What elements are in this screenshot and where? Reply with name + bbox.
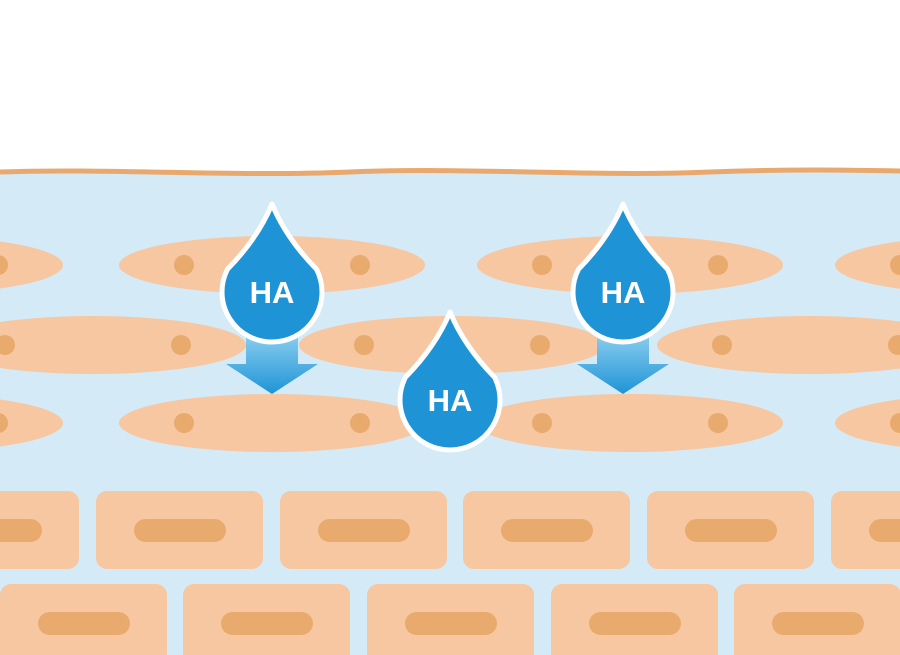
cell-nucleus bbox=[0, 519, 42, 542]
ha-label: HA bbox=[428, 383, 473, 418]
cell-nucleus bbox=[589, 612, 681, 635]
cell-body bbox=[835, 399, 900, 447]
oval-cell bbox=[119, 394, 425, 452]
cell-nucleus bbox=[890, 255, 900, 275]
ha-label: HA bbox=[250, 275, 295, 310]
oval-cell bbox=[835, 399, 900, 447]
cell-nucleus bbox=[0, 335, 15, 355]
cell-nucleus bbox=[221, 612, 313, 635]
oval-cell bbox=[0, 316, 246, 374]
cell-nucleus bbox=[532, 255, 552, 275]
brick-cell bbox=[647, 491, 814, 569]
cell-nucleus bbox=[318, 519, 410, 542]
cell-nucleus bbox=[171, 335, 191, 355]
cell-nucleus bbox=[38, 612, 130, 635]
cell-nucleus bbox=[405, 612, 497, 635]
cell-nucleus bbox=[890, 413, 900, 433]
brick-cell bbox=[0, 491, 79, 569]
cell-nucleus bbox=[708, 255, 728, 275]
cell-nucleus bbox=[712, 335, 732, 355]
cell-nucleus bbox=[869, 519, 900, 542]
oval-cell-layer bbox=[0, 236, 900, 452]
cell-nucleus bbox=[708, 413, 728, 433]
oval-cell bbox=[835, 241, 900, 289]
cell-nucleus bbox=[530, 335, 550, 355]
ha-drop: HA bbox=[570, 201, 676, 394]
cell-body bbox=[0, 399, 63, 447]
cell-body bbox=[835, 241, 900, 289]
oval-cell bbox=[0, 241, 63, 289]
oval-cell bbox=[0, 399, 63, 447]
cell-nucleus bbox=[0, 413, 8, 433]
cell-body bbox=[0, 241, 63, 289]
cell-nucleus bbox=[685, 519, 777, 542]
cell-body bbox=[119, 394, 425, 452]
brick-cell bbox=[280, 491, 447, 569]
brick-cell bbox=[183, 584, 350, 655]
oval-cell bbox=[657, 316, 900, 374]
brick-cell bbox=[831, 491, 900, 569]
brick-cell bbox=[0, 584, 167, 655]
cell-nucleus bbox=[350, 413, 370, 433]
cell-nucleus bbox=[354, 335, 374, 355]
cell-nucleus bbox=[174, 255, 194, 275]
brick-cell bbox=[463, 491, 630, 569]
cell-body bbox=[0, 316, 246, 374]
cell-body bbox=[657, 316, 900, 374]
skin-surface-line bbox=[0, 167, 900, 177]
cell-nucleus bbox=[350, 255, 370, 275]
water-drop-icon bbox=[397, 309, 503, 453]
cell-nucleus bbox=[134, 519, 226, 542]
oval-cell bbox=[477, 394, 783, 452]
cell-body bbox=[831, 491, 900, 569]
brick-cell bbox=[551, 584, 718, 655]
brick-cell-layer bbox=[0, 491, 900, 655]
ha-label: HA bbox=[601, 275, 646, 310]
down-arrow-icon bbox=[226, 332, 318, 394]
cell-nucleus bbox=[532, 413, 552, 433]
ha-drop: HA bbox=[219, 201, 325, 394]
water-drop-icon bbox=[219, 201, 325, 345]
cell-body bbox=[477, 394, 783, 452]
ha-drops-layer: HA HA HA bbox=[219, 201, 676, 453]
cell-nucleus bbox=[501, 519, 593, 542]
water-drop-icon bbox=[570, 201, 676, 345]
cell-nucleus bbox=[174, 413, 194, 433]
ha-drop: HA bbox=[397, 309, 503, 453]
cell-nucleus bbox=[0, 255, 8, 275]
brick-cell bbox=[96, 491, 263, 569]
cell-nucleus bbox=[772, 612, 864, 635]
cell-nucleus bbox=[888, 335, 900, 355]
brick-cell bbox=[367, 584, 534, 655]
brick-cell bbox=[734, 584, 900, 655]
down-arrow-icon bbox=[577, 332, 669, 394]
